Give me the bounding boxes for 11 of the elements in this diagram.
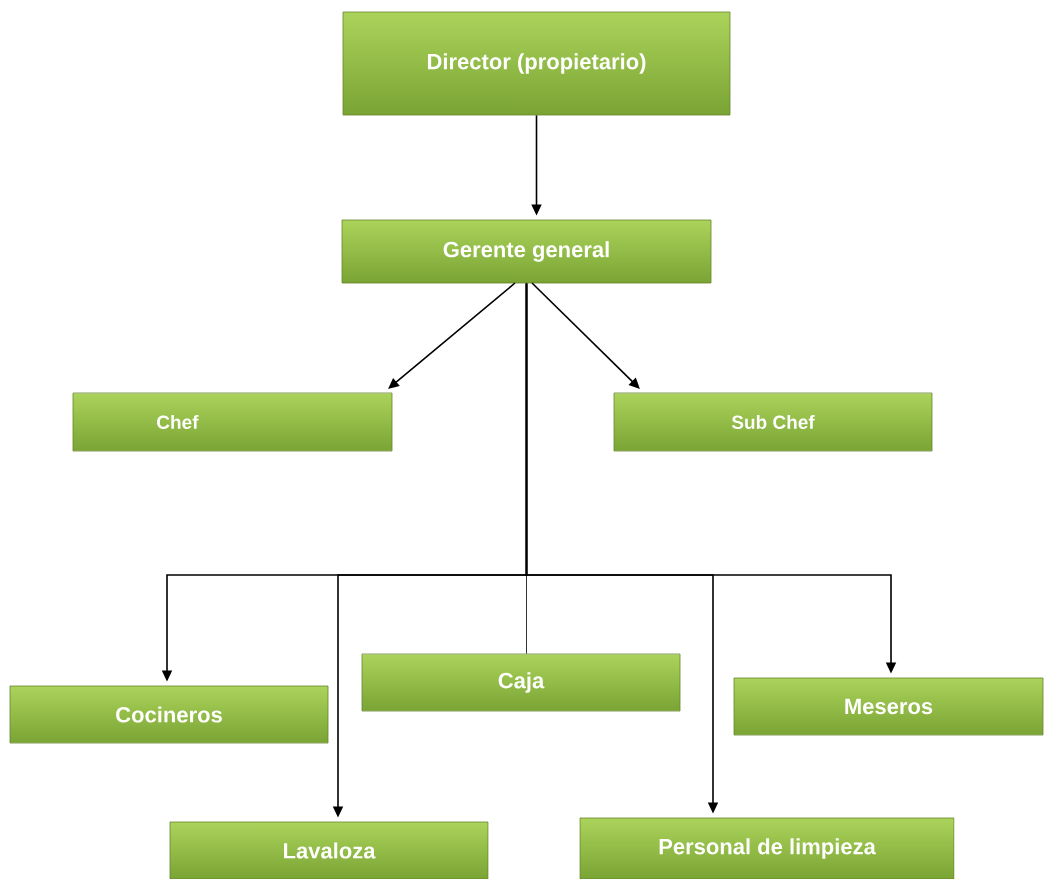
- org-box: Meseros: [733, 677, 1044, 736]
- org-box: Director (propietario): [342, 11, 731, 116]
- org-box: Sub Chef: [613, 392, 933, 452]
- org-box: Caja: [361, 653, 681, 712]
- org-box: Gerente general: [341, 219, 712, 284]
- org-box: Personal de limpieza: [579, 817, 955, 879]
- org-box: Lavaloza: [169, 821, 489, 879]
- org-box: Cocineros: [9, 685, 329, 744]
- org-box: Chef: [72, 392, 393, 452]
- arrow: [388, 282, 516, 389]
- arrow: [531, 282, 640, 389]
